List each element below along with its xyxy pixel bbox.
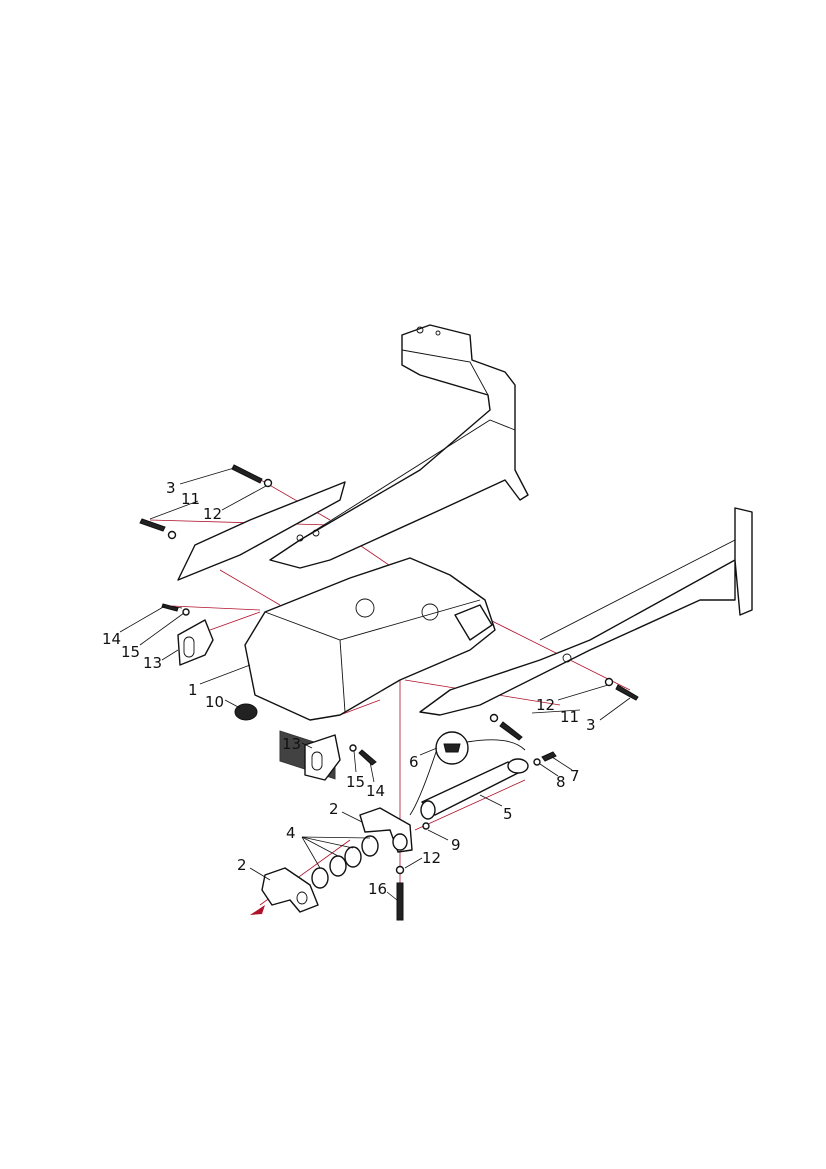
leader-lines (119, 467, 631, 901)
callout-5: 5 (503, 805, 513, 823)
arm-lower (261, 867, 319, 913)
callout-1: 1 (188, 681, 198, 699)
callout-4: 4 (286, 824, 296, 842)
callout-13: 13 (143, 654, 162, 672)
callout-14: 14 (366, 782, 385, 800)
callout-7: 7 (570, 767, 580, 785)
upper-frame-rail (177, 324, 529, 581)
callout-8: 8 (556, 773, 566, 791)
callout-3: 3 (166, 479, 176, 497)
plate-upper (167, 605, 214, 666)
direction-arrow (250, 905, 265, 915)
callout-11: 11 (560, 708, 579, 726)
grease-fitting-detail (409, 731, 526, 816)
callout-12: 12 (422, 849, 441, 867)
pin-5 (420, 758, 529, 820)
callout-16: 16 (368, 880, 387, 898)
callout-11: 11 (181, 490, 200, 508)
callout-12: 12 (203, 505, 222, 523)
callout-2: 2 (329, 800, 339, 818)
callout-labels: 3 11 12 14 15 13 1 10 12 11 3 13 15 14 6… (102, 479, 596, 898)
callout-12: 12 (536, 696, 555, 714)
callout-3: 3 (586, 716, 596, 734)
callout-15: 15 (346, 773, 365, 791)
callout-9: 9 (451, 836, 461, 854)
bolts (139, 464, 639, 921)
cap-10 (234, 703, 258, 721)
right-frame-rail (419, 507, 753, 716)
plate-lower (304, 734, 377, 781)
callout-10: 10 (205, 693, 224, 711)
callout-2: 2 (237, 856, 247, 874)
callout-13: 13 (282, 735, 301, 753)
callout-14: 14 (102, 630, 121, 648)
callout-15: 15 (121, 643, 140, 661)
callout-6: 6 (409, 753, 419, 771)
washers-4 (311, 835, 379, 889)
arm-upper (359, 807, 430, 853)
